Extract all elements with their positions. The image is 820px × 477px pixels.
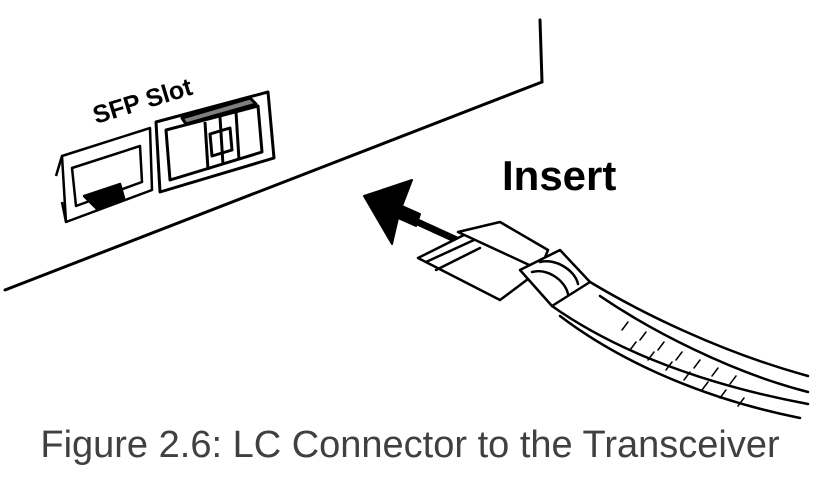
insert-label: Insert [502, 152, 616, 199]
sfp-slot-label: SFP Slot [90, 73, 197, 130]
insert-arrow [363, 179, 474, 250]
switch-chassis [3, 18, 544, 292]
lc-connector-diagram: SFP Slot Insert [3, 18, 810, 420]
lc-connector [416, 220, 592, 308]
sfp-transceiver [154, 90, 276, 194]
figure-caption: Figure 2.6: LC Connector to the Transcei… [40, 424, 780, 466]
rj45-port [54, 126, 154, 224]
fiber-texture [621, 321, 745, 407]
fiber-cables [550, 280, 810, 420]
